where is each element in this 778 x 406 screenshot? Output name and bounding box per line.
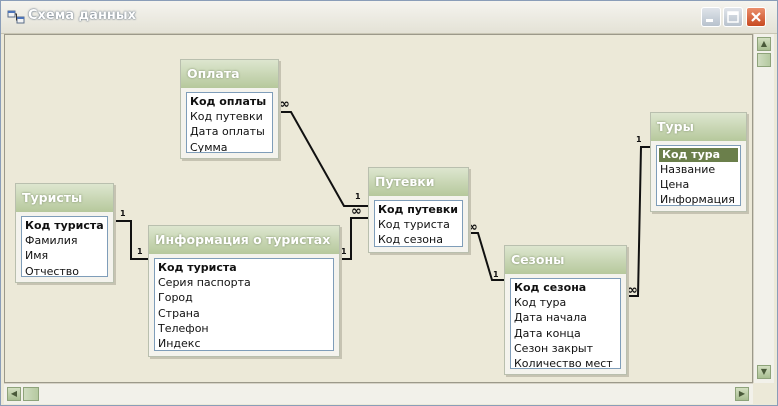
field-item[interactable]: Код тура	[514, 296, 567, 310]
field-item[interactable]: Код сезона	[378, 233, 443, 247]
field-list[interactable]: Код сезона Код тура Дата начала Дата кон…	[510, 278, 621, 369]
horizontal-scroll-thumb[interactable]	[23, 387, 39, 401]
field-item[interactable]: Название	[660, 163, 716, 176]
maximize-icon	[727, 11, 739, 23]
diagram-canvas[interactable]: 1 1 1 ∞ ∞ 1 ∞ 1 ∞ 1 Оплата Код оплаты Ко…	[4, 34, 753, 383]
field-item[interactable]: Количество мест	[514, 356, 613, 369]
rel-line-turisty-info	[112, 220, 148, 260]
field-item[interactable]: Дата оплаты	[190, 125, 265, 139]
field-item[interactable]: Имя	[25, 249, 49, 263]
table-title[interactable]: Путевки	[369, 168, 468, 196]
field-list[interactable]: Код туриста Фамилия Имя Отчество	[21, 216, 108, 277]
field-item[interactable]: Код сезона	[514, 281, 587, 294]
field-item[interactable]: Код путевки	[378, 203, 459, 216]
rel-label-many: ∞	[279, 97, 290, 112]
scroll-up-button[interactable]: ▲	[757, 37, 771, 51]
field-item[interactable]: Дата конца	[514, 326, 581, 340]
maximize-button[interactable]	[723, 7, 743, 27]
scroll-down-button[interactable]: ▼	[757, 365, 771, 379]
vertical-scroll-thumb[interactable]	[757, 53, 771, 67]
field-item-selected[interactable]: Код тура	[659, 148, 738, 162]
rel-line-sezony-tury	[625, 146, 650, 297]
title-bar[interactable]: Схема данных	[1, 1, 777, 34]
relationship-lines	[112, 111, 650, 297]
field-item[interactable]: Информация	[660, 193, 735, 206]
field-item[interactable]: Код туриста	[25, 219, 104, 232]
field-item[interactable]: Сумма	[190, 140, 228, 153]
field-item[interactable]: Фамилия	[25, 234, 78, 248]
table-title[interactable]: Информация о туристах	[149, 226, 339, 254]
close-icon	[751, 12, 761, 22]
rel-label-one: 1	[355, 192, 361, 201]
close-button[interactable]	[746, 7, 766, 27]
rel-line-putevki-sezony	[467, 232, 504, 281]
vertical-scrollbar[interactable]: ▲ ▼	[753, 34, 774, 383]
field-item[interactable]: Страна	[158, 306, 200, 320]
scrollbar-corner	[753, 383, 773, 403]
table-turisty[interactable]: Туристы Код туриста Фамилия Имя Отчество	[15, 183, 114, 283]
field-item[interactable]: Отчество	[25, 264, 80, 277]
table-title[interactable]: Сезоны	[505, 246, 626, 274]
field-item[interactable]: Сезон закрыт	[514, 341, 594, 355]
table-title[interactable]: Туры	[651, 113, 746, 141]
field-item[interactable]: Код туриста	[378, 218, 450, 232]
table-title[interactable]: Туристы	[16, 184, 113, 212]
rel-label-many: ∞	[467, 220, 478, 235]
minimize-button[interactable]	[701, 7, 721, 27]
scroll-left-button[interactable]: ◀	[7, 387, 21, 401]
scroll-right-button[interactable]: ▶	[735, 387, 749, 401]
field-item[interactable]: Телефон	[158, 321, 209, 335]
rel-label-one: 1	[636, 135, 642, 144]
rel-line-info-putevki	[338, 217, 368, 260]
table-title[interactable]: Оплата	[181, 60, 278, 88]
field-item[interactable]: Код туриста	[158, 261, 237, 274]
field-list[interactable]: Код туриста Серия паспорта Город Страна …	[154, 258, 334, 351]
field-list[interactable]: Код тура Название Цена Информация	[656, 145, 741, 206]
field-item[interactable]: Цена	[660, 178, 690, 192]
rel-label-one: 1	[120, 209, 126, 218]
table-info[interactable]: Информация о туристах Код туриста Серия …	[148, 225, 340, 357]
relationships-icon	[7, 10, 25, 24]
field-item[interactable]: Город	[158, 291, 193, 305]
field-item[interactable]: Серия паспорта	[158, 276, 251, 290]
field-item[interactable]: Дата начала	[514, 311, 587, 325]
table-sezony[interactable]: Сезоны Код сезона Код тура Дата начала Д…	[504, 245, 627, 375]
field-item[interactable]: Код путевки	[190, 110, 263, 124]
field-list[interactable]: Код оплаты Код путевки Дата оплаты Сумма	[186, 92, 273, 153]
horizontal-scrollbar[interactable]: ◀ ▶	[4, 383, 753, 404]
minimize-icon	[706, 19, 713, 22]
rel-line-oplata-putevki	[277, 111, 368, 207]
table-putevki[interactable]: Путевки Код путевки Код туриста Код сезо…	[368, 167, 469, 253]
table-oplata[interactable]: Оплата Код оплаты Код путевки Дата оплат…	[180, 59, 279, 159]
field-list[interactable]: Код путевки Код туриста Код сезона	[374, 200, 463, 247]
rel-label-one: 1	[341, 247, 347, 256]
rel-label-many: ∞	[351, 204, 362, 219]
rel-label-many: ∞	[627, 283, 638, 298]
window-title: Схема данных	[28, 8, 137, 23]
rel-label-one: 1	[137, 247, 143, 256]
field-item[interactable]: Код оплаты	[190, 95, 267, 108]
table-tury[interactable]: Туры Код тура Название Цена Информация	[650, 112, 747, 212]
rel-label-one: 1	[493, 270, 499, 279]
field-item[interactable]: Индекс	[158, 336, 201, 350]
